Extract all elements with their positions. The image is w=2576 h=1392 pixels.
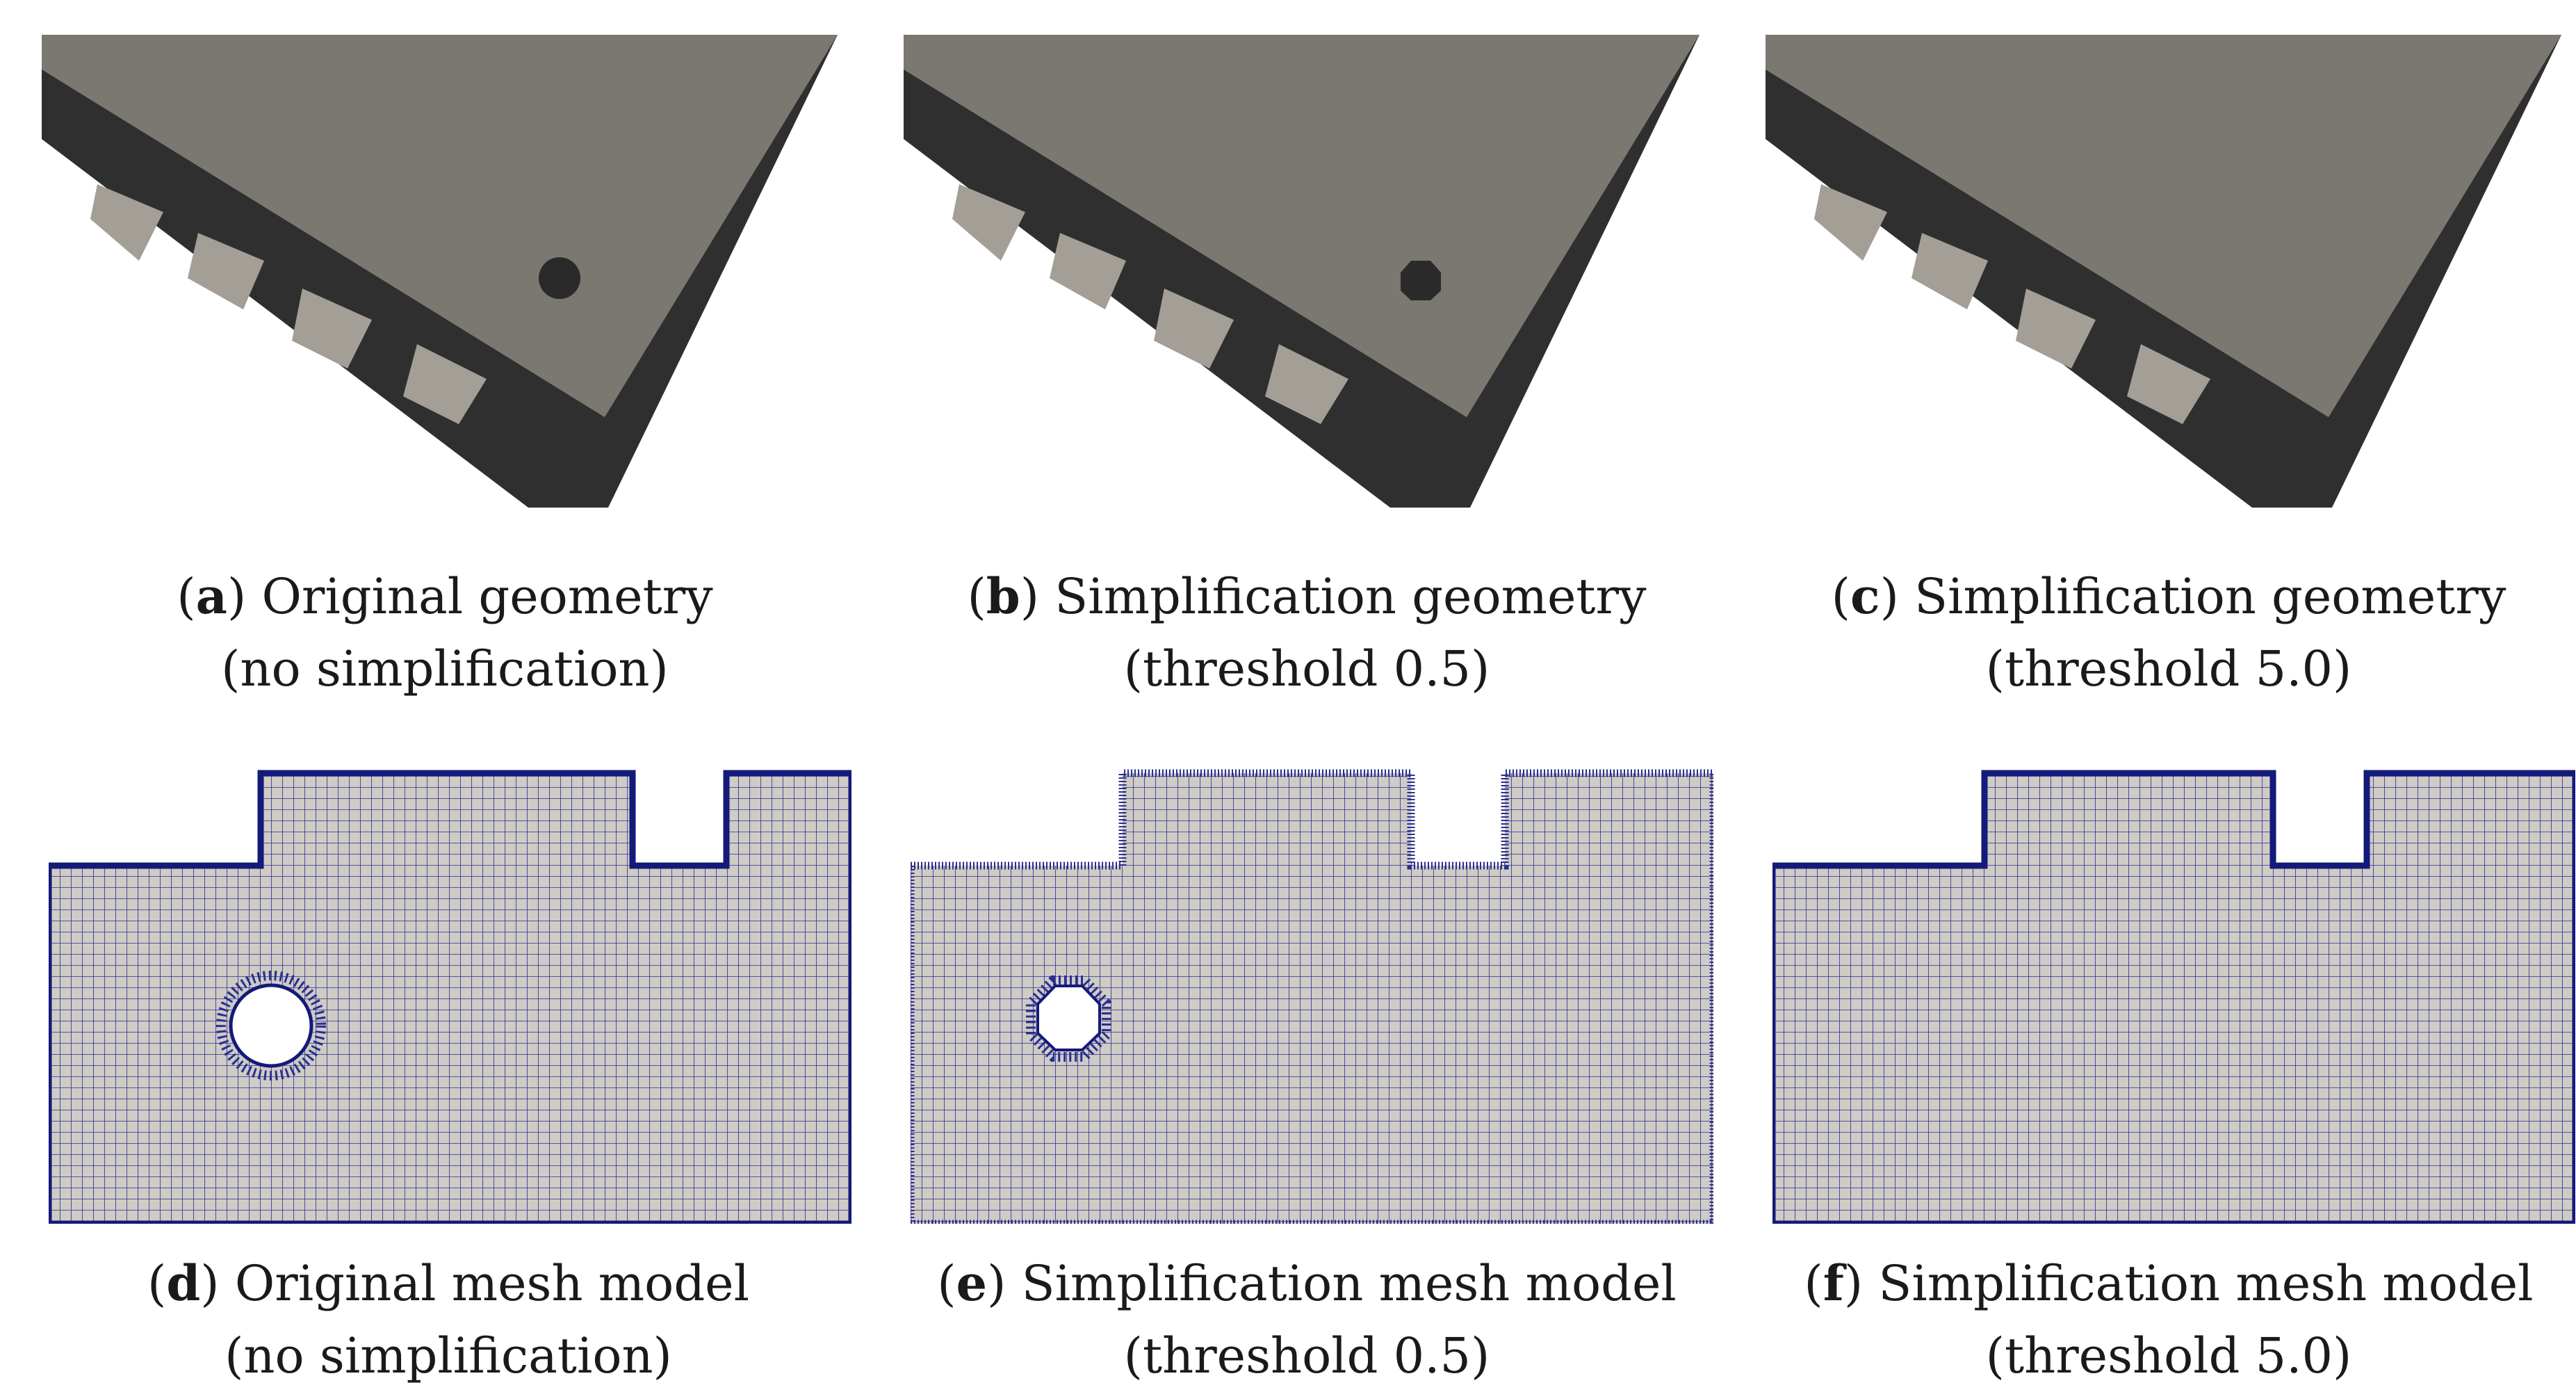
caption-note: (threshold 5.0)	[1985, 1327, 2352, 1384]
caption-title: Simplification geometry	[1054, 568, 1647, 625]
tab-2	[188, 233, 264, 309]
box-top-face	[42, 35, 838, 417]
caption-title: Original mesh model	[234, 1255, 749, 1312]
hole-circle	[229, 983, 313, 1068]
caption-title: Simplification geometry	[1914, 568, 2506, 625]
tab-4	[1265, 344, 1348, 424]
tab-3	[2016, 289, 2096, 369]
caption-title: Simplification mesh model	[1878, 1255, 2534, 1312]
hole-circle	[539, 257, 580, 299]
hole-octagon	[1401, 261, 1441, 300]
caption-a: (a) Original geometry (no simplification…	[42, 560, 848, 705]
panel-b-geometry-image	[904, 28, 1710, 515]
panel-f-mesh-image	[1772, 765, 2575, 1224]
panel-c-geometry-image	[1766, 28, 2572, 515]
caption-c: (c) Simplification geometry (threshold 5…	[1766, 560, 2572, 705]
caption-f: (f) Simplification mesh model (threshold…	[1766, 1247, 2572, 1392]
tab-3	[292, 289, 372, 369]
hole-octagon	[1036, 985, 1101, 1051]
mesh-domain	[49, 770, 851, 1224]
caption-note: (threshold 0.5)	[1123, 1327, 1490, 1384]
caption-title: Simplification mesh model	[1021, 1255, 1677, 1312]
panel-e-mesh-image	[911, 765, 1713, 1224]
tab-4	[403, 344, 487, 424]
box-top-face	[904, 35, 1699, 417]
caption-note: (threshold 5.0)	[1985, 640, 2352, 697]
caption-letter: a	[195, 567, 227, 625]
caption-d: (d) Original mesh model (no simplificati…	[45, 1247, 851, 1392]
hole-refinement	[216, 971, 326, 1081]
tab-1	[90, 184, 163, 261]
caption-b: (b) Simplification geometry (threshold 0…	[904, 560, 1710, 705]
mesh-domain	[911, 769, 1713, 1224]
box-top-face	[1766, 35, 2561, 417]
caption-letter: d	[166, 1254, 201, 1312]
mesh-domain	[1772, 770, 2575, 1224]
caption-note: (no simplification)	[221, 640, 669, 697]
caption-note: (threshold 0.5)	[1123, 640, 1490, 697]
caption-e: (e) Simplification mesh model (threshold…	[904, 1247, 1710, 1392]
tab-2	[1911, 233, 1988, 309]
tab-1	[1814, 184, 1887, 261]
tab-3	[1154, 289, 1234, 369]
caption-title: Original geometry	[261, 568, 713, 625]
tab-4	[2127, 344, 2210, 424]
caption-letter: b	[986, 567, 1020, 625]
panel-a-geometry-image	[42, 28, 848, 515]
caption-letter: f	[1823, 1254, 1844, 1312]
caption-note: (no simplification)	[225, 1327, 672, 1384]
caption-letter: c	[1850, 567, 1880, 625]
panel-d-mesh-image	[49, 765, 851, 1224]
tab-1	[952, 184, 1025, 261]
caption-letter: e	[956, 1254, 988, 1312]
tab-2	[1050, 233, 1126, 309]
